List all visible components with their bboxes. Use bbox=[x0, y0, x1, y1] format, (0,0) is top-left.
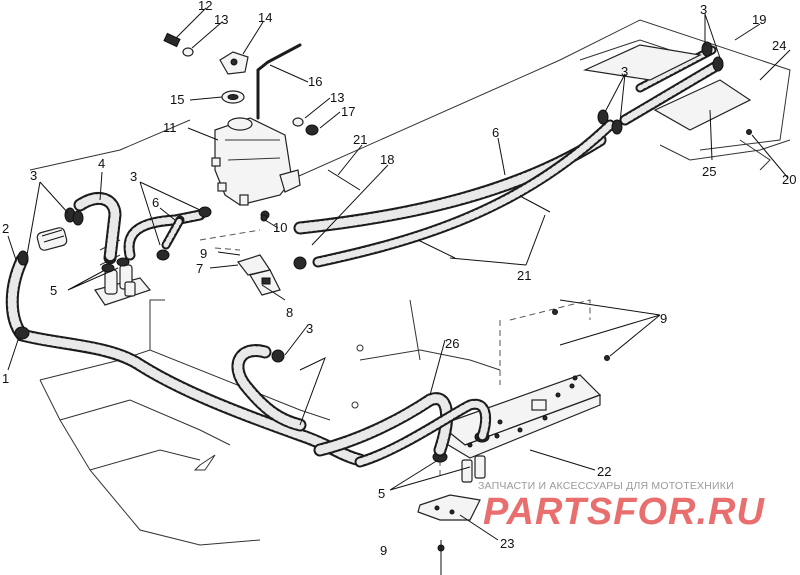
callout-22: 22 bbox=[597, 464, 611, 479]
callout-19: 19 bbox=[752, 12, 766, 27]
callout-9a: 9 bbox=[200, 246, 207, 261]
callout-3a: 3 bbox=[30, 168, 37, 183]
callout-2: 2 bbox=[2, 221, 9, 236]
callout-4: 4 bbox=[98, 156, 105, 171]
fuel-filter bbox=[36, 227, 68, 251]
reservoir-tank-11 bbox=[163, 32, 551, 259]
callout-16: 16 bbox=[308, 74, 322, 89]
callout-10: 10 bbox=[273, 220, 287, 235]
watermark-logo: PARTSFOR.RU bbox=[483, 491, 765, 533]
bracket-23 bbox=[417, 494, 481, 521]
hose-clamps bbox=[14, 41, 724, 363]
callout-3e: 3 bbox=[306, 321, 313, 336]
filter-bracket-left bbox=[94, 257, 152, 306]
callout-6a: 6 bbox=[152, 195, 159, 210]
fasteners bbox=[437, 129, 752, 575]
callout-20: 20 bbox=[782, 172, 796, 187]
callout-3b: 3 bbox=[130, 169, 137, 184]
callout-24: 24 bbox=[772, 38, 786, 53]
hoses bbox=[5, 44, 752, 468]
callout-11: 11 bbox=[163, 120, 177, 135]
callout-15: 15 bbox=[170, 92, 184, 107]
callout-21a: 21 bbox=[353, 132, 367, 147]
callout-1: 1 bbox=[2, 371, 9, 386]
mounting-plate-22 bbox=[438, 374, 602, 459]
callout-12: 12 bbox=[198, 0, 212, 13]
callout-18: 18 bbox=[380, 152, 394, 167]
callout-9b: 9 bbox=[660, 311, 667, 326]
callout-9c: 9 bbox=[380, 543, 387, 558]
callout-23: 23 bbox=[500, 536, 514, 551]
callout-6b: 6 bbox=[492, 125, 499, 140]
callout-21b: 21 bbox=[517, 268, 531, 283]
callout-25: 25 bbox=[702, 164, 716, 179]
callout-5a: 5 bbox=[50, 283, 57, 298]
callout-7: 7 bbox=[196, 261, 203, 276]
hidden-lines bbox=[199, 229, 591, 480]
callout-13b: 13 bbox=[330, 90, 344, 105]
callout-8: 8 bbox=[286, 305, 293, 320]
bracket-items bbox=[237, 214, 281, 296]
leader-lines bbox=[7, 7, 791, 541]
watermark-subtitle: ЗАПЧАСТИ И АКСЕССУАРЫ ДЛЯ МОТОТЕХНИКИ bbox=[478, 480, 734, 492]
callout-3d: 3 bbox=[700, 2, 707, 17]
callout-3c: 3 bbox=[621, 64, 628, 79]
callout-17: 17 bbox=[341, 104, 355, 119]
callout-14: 14 bbox=[258, 10, 272, 25]
callout-labels: 2 1 3 4 5 3 6 11 12 13 14 15 16 13 17 21… bbox=[2, 0, 796, 558]
callout-5b: 5 bbox=[378, 486, 385, 501]
callout-13a: 13 bbox=[214, 12, 228, 27]
callout-26: 26 bbox=[445, 336, 459, 351]
